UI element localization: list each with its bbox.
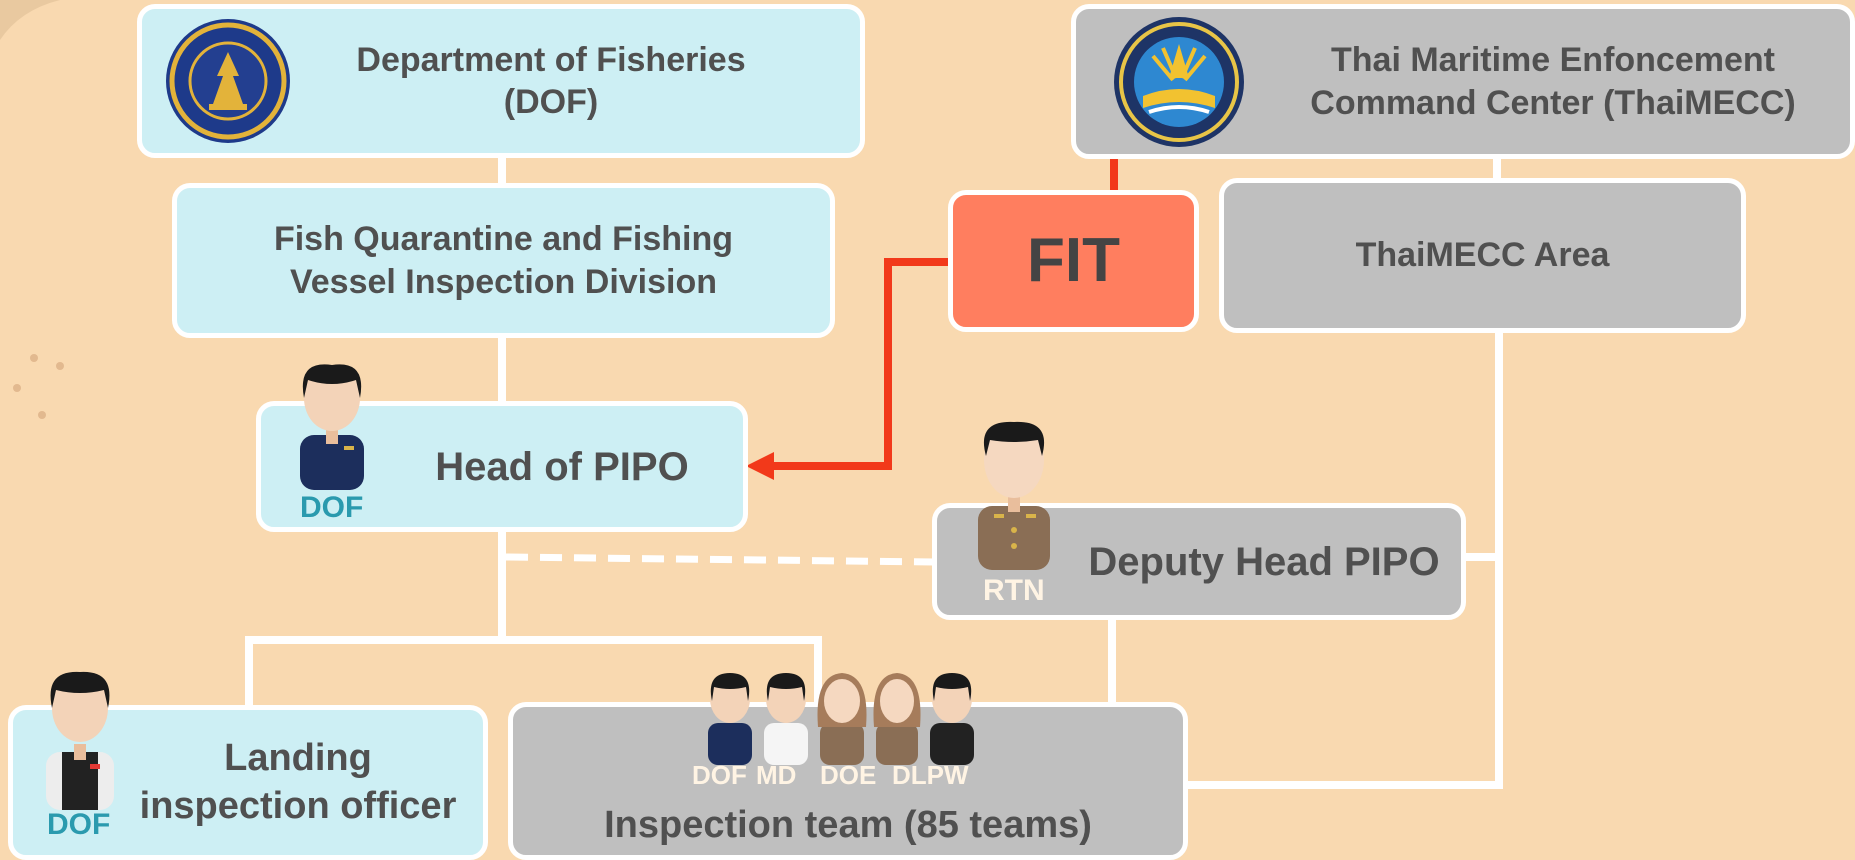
inspection-team-label: Inspection team (85 teams) — [604, 804, 1092, 847]
decor-dot — [30, 354, 38, 362]
dof-title-line1: Department of Fisheries — [356, 40, 746, 79]
division-title-line1: Fish Quarantine and Fishing — [273, 220, 734, 258]
division-title-line2: Vessel Inspection Division — [289, 262, 718, 301]
thaimecc-seal-icon — [1114, 17, 1244, 147]
fit-box: FIT — [948, 190, 1199, 332]
team-agency-md: MD — [756, 760, 797, 790]
fish-quarantine-division-box: Fish Quarantine and Fishing Vessel Inspe… — [172, 183, 835, 338]
connector-branch-landing-team — [245, 636, 822, 710]
team-agency-dlpw: DLPW — [892, 760, 969, 790]
thaimecc-title-line1: Thai Maritime Enfoncement — [1331, 41, 1775, 79]
deputy-head-agency-tag: RTN — [983, 574, 1045, 607]
landing-officer-agency-tag: DOF — [47, 808, 111, 841]
decor-dot — [13, 384, 21, 392]
fit-arrow — [770, 258, 952, 470]
landing-officer-line2: inspection officer — [139, 784, 457, 827]
head-of-pipo-box: Head of PIPO — [256, 401, 748, 532]
corner-decoration — [0, 0, 60, 40]
head-pipo-agency-tag: DOF — [300, 491, 364, 524]
team-agency-dof: DOF — [692, 760, 747, 790]
decor-dot — [56, 362, 64, 370]
thaimecc-title-line2: Command Center (ThaiMECC) — [1310, 83, 1796, 122]
dof-seal-icon — [166, 19, 290, 143]
decor-dot — [38, 411, 46, 419]
landing-officer-line1: Landing — [224, 737, 372, 779]
thaimecc-area-box: ThaiMECC Area — [1219, 178, 1746, 333]
navy-officer-avatar-icon — [978, 421, 1050, 570]
deputy-head-pipo-label: Deputy Head PIPO — [1088, 539, 1440, 584]
head-of-pipo-label: Head of PIPO — [435, 444, 689, 489]
connector-head-to-deputy-dashed — [505, 553, 936, 566]
team-agency-doe: DOE — [820, 760, 877, 790]
thaimecc-area-label: ThaiMECC Area — [1355, 236, 1610, 275]
connector-area-to-team — [1183, 330, 1503, 789]
inspection-team-avatars-icon — [708, 673, 974, 765]
fit-arrow-head — [746, 452, 774, 480]
landing-officer-avatar-icon — [46, 671, 114, 810]
fit-label: FIT — [1027, 226, 1120, 296]
dof-title-line2: (DOF) — [503, 83, 599, 121]
officer-avatar-icon — [300, 364, 364, 490]
